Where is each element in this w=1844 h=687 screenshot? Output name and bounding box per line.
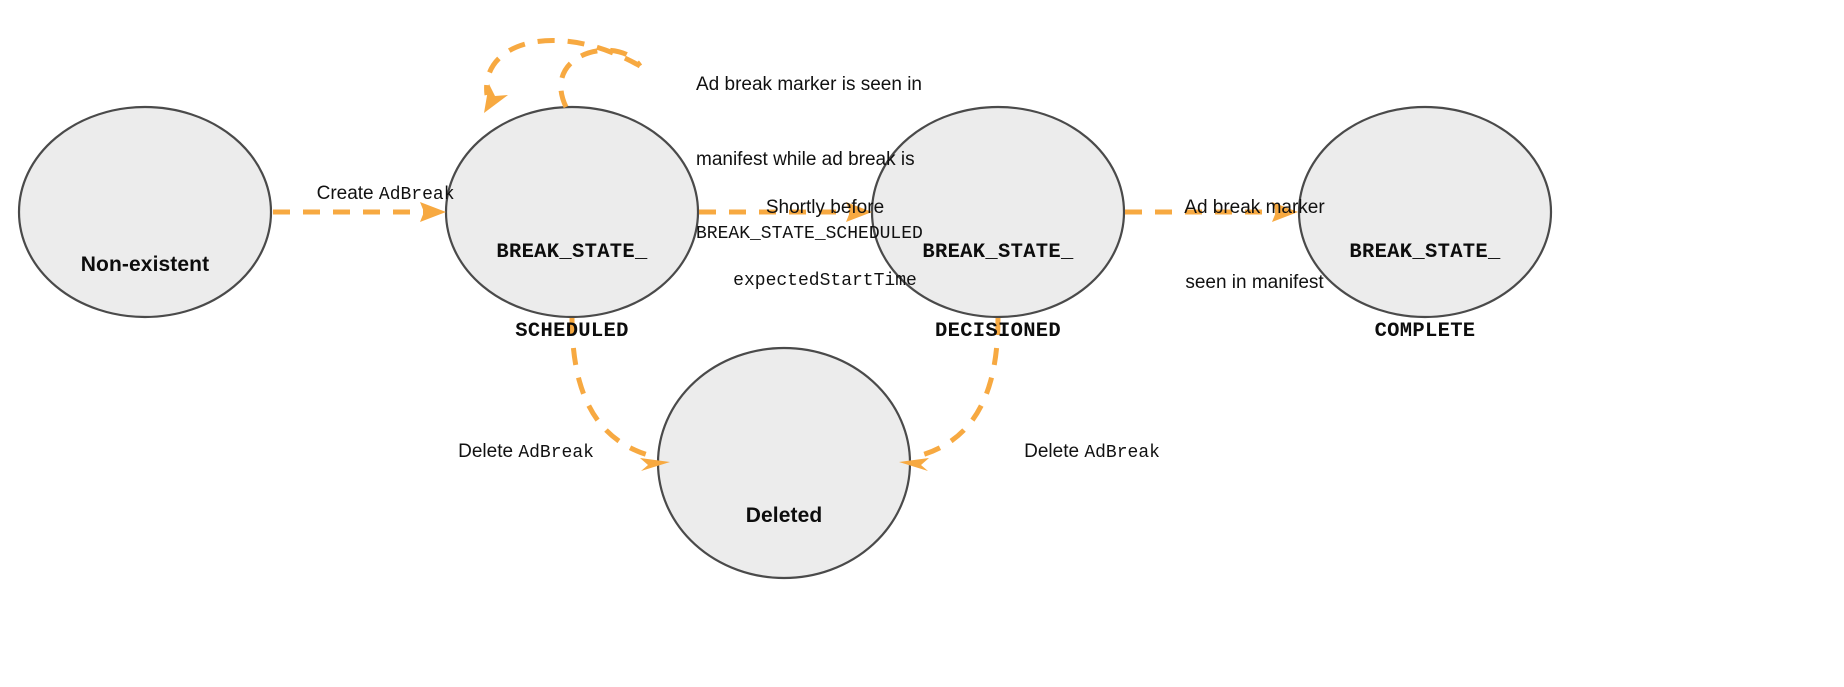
- edge-marker-seen-in-manifest[interactable]: [1125, 202, 1298, 222]
- edge-marker-seen-self-loop-arc: [558, 47, 643, 109]
- edge-delete-from-scheduled-curve: [569, 317, 649, 458]
- edge-delete-adbreak-from-decisioned[interactable]: [899, 317, 1001, 471]
- node-deleted[interactable]: [656, 346, 912, 580]
- node-break-state-decisioned[interactable]: [870, 105, 1126, 319]
- edge-shortly-before-expected-start-time[interactable]: [699, 202, 872, 222]
- edge-marker-seen-self-loop-arc-return: [484, 37, 642, 96]
- edge-create-adbreak-arrowhead: [420, 202, 446, 222]
- node-break-state-complete[interactable]: [1297, 105, 1553, 319]
- edge-delete-from-decisioned-arrowhead: [899, 458, 929, 471]
- edge-shortly-before-arrowhead: [846, 202, 872, 222]
- edge-marker-seen-in-manifest-arrowhead: [1272, 202, 1298, 222]
- node-non-existent[interactable]: [17, 105, 273, 319]
- edge-marker-seen-self-loop[interactable]: [484, 37, 643, 113]
- edge-delete-from-scheduled-arrowhead: [640, 458, 670, 471]
- edge-delete-from-decisioned-curve: [921, 317, 1001, 458]
- node-break-state-scheduled[interactable]: [444, 105, 700, 319]
- edge-delete-adbreak-from-scheduled[interactable]: [569, 317, 670, 471]
- edge-create-adbreak[interactable]: [273, 202, 446, 222]
- edge-marker-seen-self-loop-arrowhead: [484, 84, 508, 113]
